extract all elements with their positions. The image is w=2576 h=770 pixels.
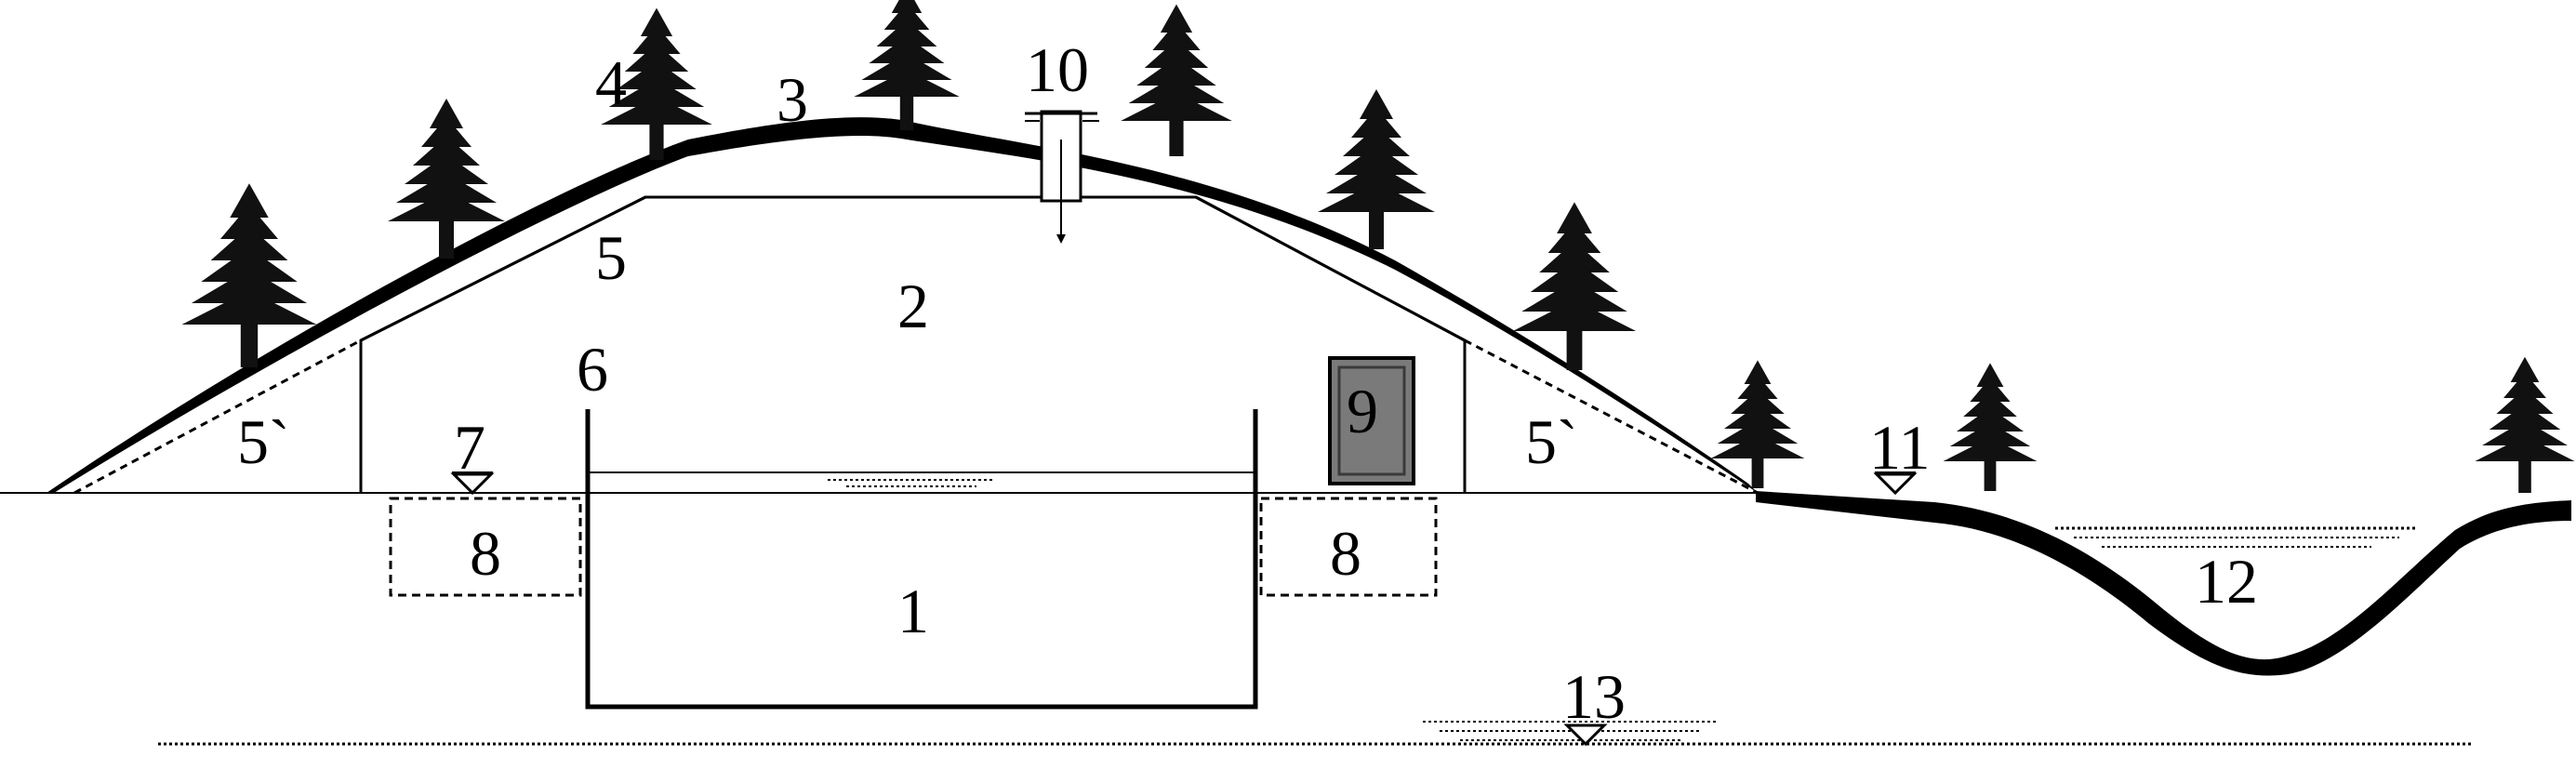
- label-ditch: 12: [2195, 546, 2258, 617]
- foundation-box-left: [389, 497, 582, 597]
- label-ground-level: 11: [1869, 412, 1930, 483]
- door: [1328, 356, 1415, 485]
- label-greenhouse-space: 2: [897, 271, 929, 341]
- label-groundwater: 13: [1562, 661, 1626, 732]
- tree-icon: [1943, 363, 2038, 491]
- insulation-layer-right: [1195, 195, 1466, 342]
- label-earth-cover: 3: [777, 64, 808, 135]
- label-insulation: 5: [595, 222, 627, 293]
- label-pool: 1: [897, 576, 929, 646]
- insulation-layer-left: [360, 195, 646, 342]
- pool-basin: [585, 409, 1258, 710]
- foundation-box-right: [1259, 497, 1438, 597]
- fill-slope-right: [1464, 339, 1759, 495]
- door-frame: [1337, 365, 1406, 476]
- label-fill-right: 5`: [1525, 406, 1578, 477]
- landscape-surface: [1756, 491, 2571, 676]
- label-fill-left: 5`: [237, 406, 290, 477]
- label-door: 9: [1347, 376, 1378, 446]
- water-level-marker-7: [450, 471, 495, 496]
- label-foundation-left: 8: [470, 518, 501, 589]
- tree-icon: [388, 99, 505, 259]
- tree-icon: [181, 183, 317, 367]
- water-level-marker-13: [1423, 721, 1719, 747]
- label-ventilator: 10: [1026, 34, 1089, 105]
- ventilator-arrow-down: [1056, 234, 1066, 244]
- tree-icon: [2475, 356, 2575, 493]
- label-foundation-right: 8: [1330, 518, 1361, 589]
- label-tree: 4: [595, 47, 627, 118]
- tree-icon: [1512, 202, 1637, 370]
- tree-icon: [854, 0, 960, 130]
- greenhouse-structure: [359, 195, 1467, 493]
- tree-icon: [1318, 89, 1435, 249]
- label-pool-wall: 6: [577, 334, 608, 405]
- label-indoor-level: 7: [454, 412, 485, 483]
- fill-slope-left: [73, 339, 362, 495]
- water-level-marker-11: [1873, 471, 1918, 496]
- tree-icon: [601, 7, 712, 160]
- trees-group: [181, 0, 2575, 493]
- tree-icon: [1121, 4, 1232, 156]
- tree-icon: [1710, 360, 1805, 488]
